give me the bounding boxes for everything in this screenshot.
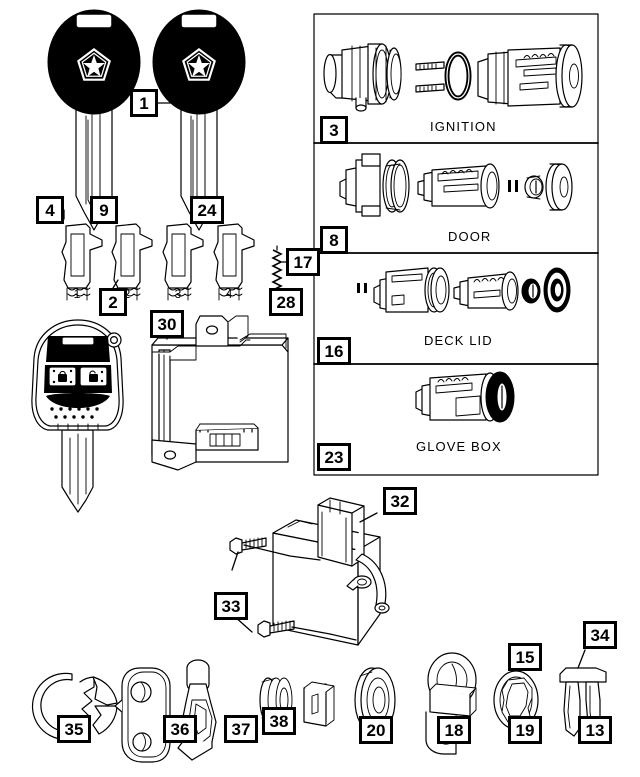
c-clip-artwork — [31, 672, 118, 743]
callout-lock-cylinder-cam[interactable]: 15 — [508, 643, 542, 671]
svg-text:3: 3 — [175, 287, 182, 301]
callout-push-pin-clip[interactable]: 34 — [583, 621, 617, 649]
callout-c-clip-retainer[interactable]: 35 — [57, 715, 91, 743]
small-bezel-artwork — [303, 681, 335, 727]
callout-mounting-bolt[interactable]: 33 — [214, 592, 248, 620]
panel-title-glovebox: GLOVE BOX — [416, 439, 502, 454]
screw-upper — [229, 537, 267, 555]
callout-tumbler-number-24[interactable]: 24 — [190, 196, 224, 224]
control-module-artwork — [151, 315, 289, 471]
callout-key-blade-transponder[interactable]: 1 — [130, 89, 158, 117]
callout-immobilizer-control-module[interactable]: 30 — [150, 310, 184, 338]
callout-panel-ignition[interactable]: 3 — [320, 116, 348, 144]
callout-lock-cylinder-bezel[interactable]: 20 — [359, 716, 393, 744]
screw-lower — [257, 620, 295, 638]
panel-title-decklid: DECK LID — [424, 333, 493, 348]
svg-text:2: 2 — [124, 287, 131, 301]
callout-coil-spring[interactable]: 38 — [262, 707, 296, 735]
callout-lock-cylinder-spring[interactable]: 17 — [286, 248, 320, 276]
cam-gasket-artwork — [493, 659, 539, 730]
callout-lock-cylinder-housing-clip[interactable]: 18 — [437, 716, 471, 744]
column-lock-housing-artwork — [229, 497, 390, 646]
ignition-assembly-artwork — [323, 43, 583, 112]
callout-retainer-spring[interactable]: 28 — [269, 288, 303, 316]
tumbler-group: 1 2 3 4 — [61, 209, 255, 301]
callout-lock-cylinder-gasket[interactable]: 19 — [508, 716, 542, 744]
svg-text:1: 1 — [74, 287, 81, 301]
callout-key-fob-remote[interactable]: 2 — [99, 288, 127, 316]
callout-pawl-lever[interactable]: 37 — [224, 715, 258, 743]
callout-panel-decklid[interactable]: 16 — [317, 337, 351, 365]
decklid-lock-assembly-artwork — [357, 267, 571, 313]
callout-tumbler-number-9[interactable]: 9 — [90, 196, 118, 224]
callout-panel-glovebox[interactable]: 23 — [317, 443, 351, 471]
callout-panel-door[interactable]: 8 — [320, 226, 348, 254]
callout-steering-column-lock-housing[interactable]: 32 — [383, 487, 417, 515]
callout-lock-lever-bracket[interactable]: 36 — [163, 715, 197, 743]
callout-push-pin-clip-lower[interactable]: 13 — [578, 716, 612, 744]
callout-tumbler-number-4[interactable]: 4 — [36, 196, 64, 224]
panel-title-ignition: IGNITION — [430, 119, 497, 134]
svg-text:4: 4 — [226, 287, 233, 301]
lever-bracket-artwork — [114, 667, 171, 763]
key-fob-artwork — [31, 319, 124, 513]
panel-title-door: DOOR — [448, 229, 492, 244]
glovebox-lock-artwork — [415, 371, 515, 423]
door-lock-assembly-artwork — [339, 153, 573, 217]
